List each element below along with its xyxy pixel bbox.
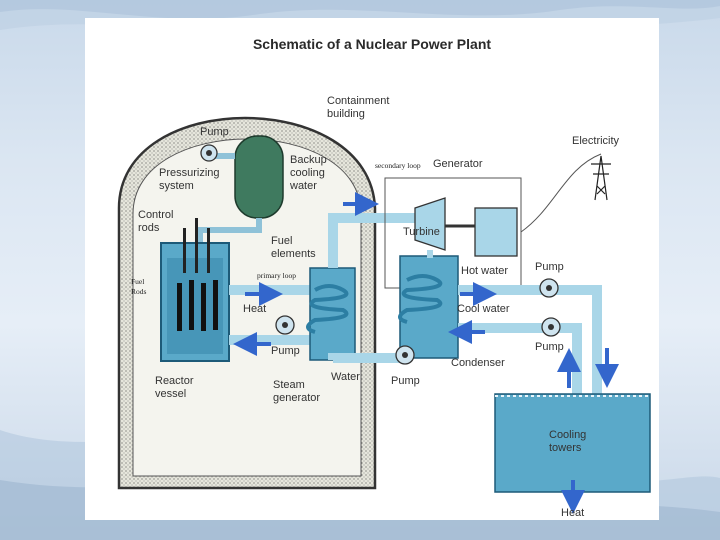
label-fuel-rods-1: Fuel <box>131 277 144 286</box>
label-pump-left: Pump <box>271 345 300 357</box>
diagram-panel: Schematic of a Nuclear Power Plant <box>85 18 659 520</box>
label-generator: Generator <box>433 158 483 170</box>
label-heat-bottom: Heat <box>561 507 584 519</box>
plant-schematic: Containment building Pump Pressurizing s… <box>117 95 651 519</box>
label-hot-water: Hot water <box>461 265 508 277</box>
backup-water-tank <box>234 135 284 219</box>
label-control-2: rods <box>138 222 160 234</box>
label-backup-3: water <box>289 180 317 192</box>
label-pressurizing-1: Pressurizing <box>159 167 220 179</box>
turbine <box>414 197 446 251</box>
generator <box>474 207 518 257</box>
label-reactor-1: Reactor <box>155 375 194 387</box>
label-steam-1: Steam <box>273 379 305 391</box>
label-condenser: Condenser <box>451 357 505 369</box>
label-secondary-loop: secondary loop <box>375 161 421 170</box>
label-fuel-elements-2: elements <box>271 248 316 260</box>
label-fuel-rods-2: Rods <box>131 287 147 296</box>
label-steam-2: generator <box>273 392 320 404</box>
label-pressurizing-2: system <box>159 180 194 192</box>
label-fuel-elements-1: Fuel <box>271 235 292 247</box>
label-containment-1: Containment <box>327 95 389 107</box>
pylon-icon <box>591 155 611 201</box>
label-cool-water: Cool water <box>457 303 510 315</box>
label-heat-left: Heat <box>243 303 266 315</box>
label-cooling-1: Cooling <box>549 429 586 441</box>
label-reactor-2: vessel <box>155 388 186 400</box>
label-containment-2: building <box>327 108 365 120</box>
diagram-title: Schematic of a Nuclear Power Plant <box>252 36 492 52</box>
label-cooling-2: towers <box>549 442 582 454</box>
label-water: Water <box>331 371 360 383</box>
label-backup-2: cooling <box>290 167 325 179</box>
label-pump-right-bottom: Pump <box>535 341 564 353</box>
label-pump-bottom: Pump <box>391 375 420 387</box>
label-primary-loop: primary loop <box>257 271 296 280</box>
cooling-towers <box>494 393 651 493</box>
label-backup-1: Backup <box>290 154 327 166</box>
label-pump-top: Pump <box>200 126 229 138</box>
label-electricity: Electricity <box>572 135 620 147</box>
label-turbine: Turbine <box>403 226 440 238</box>
label-pump-right-top: Pump <box>535 261 564 273</box>
label-control-1: Control <box>138 209 173 221</box>
